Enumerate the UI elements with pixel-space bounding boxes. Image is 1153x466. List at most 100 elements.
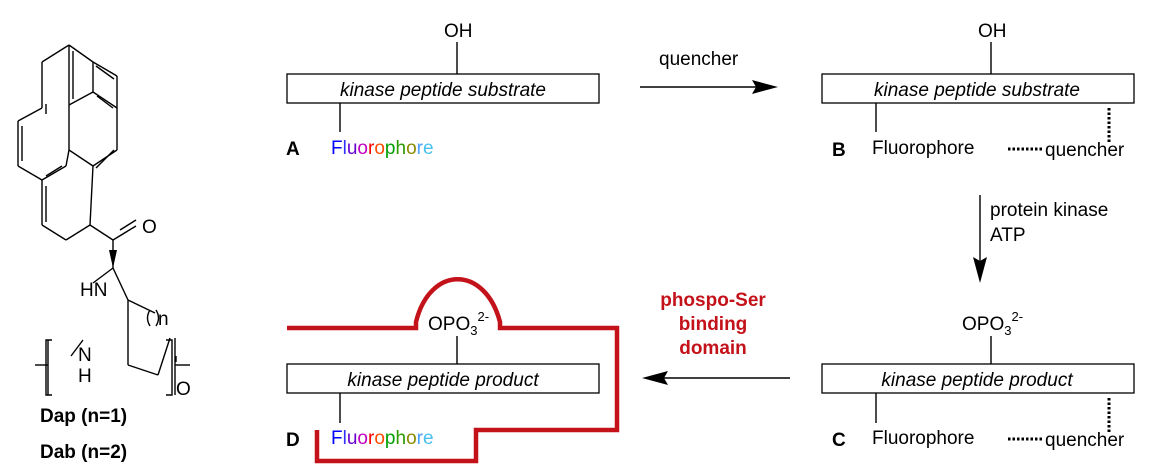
fluorophore-letter: o (357, 428, 368, 449)
atom-label: N (78, 345, 92, 366)
box-a-label: kinase peptide substrate (340, 80, 546, 101)
label-b: B (832, 140, 846, 161)
bond (70, 339, 84, 357)
atom-label: O (176, 379, 191, 400)
bond (17, 165, 43, 181)
bond (92, 149, 118, 167)
box-d-label: kinase peptide product (347, 370, 539, 391)
atom-label: n (158, 309, 169, 330)
fluorophore-letter: r (417, 138, 424, 159)
bond (68, 44, 94, 63)
scheme-d: OPO32- kinase peptide product D Fluoroph… (286, 277, 620, 464)
scheme-b: OH kinase peptide substrate B Fluorophor… (821, 21, 1135, 161)
bond (112, 267, 129, 301)
fluorophore-letter: o (406, 428, 417, 449)
arrow-label-kinase: protein kinase (990, 200, 1108, 221)
fluorophore-letter: r (368, 428, 375, 449)
opo3-label-c: OPO32- (962, 309, 1023, 338)
arrow-binding-domain: phospo-Ser binding domain (642, 290, 790, 385)
caption-dab: Dab (n=2) (40, 442, 127, 463)
fluorophore-letter: h (395, 138, 406, 159)
bond (41, 165, 67, 181)
bond (41, 224, 67, 241)
atom-label: O (142, 217, 157, 238)
arrow-label-domain: domain (679, 338, 747, 359)
bond (127, 299, 156, 314)
fluorophore-label-a: Fluorophore (331, 138, 434, 159)
polymer-bracket (45, 339, 52, 396)
bond (68, 149, 94, 167)
bond (68, 91, 94, 106)
peptide-box-c (821, 363, 1135, 394)
scheme-c: OPO32- kinase peptide product C Fluoroph… (821, 309, 1135, 451)
fluorophore-letter: o (406, 138, 417, 159)
double-bond-inner (45, 165, 63, 177)
fluorophore-letter: o (374, 138, 385, 159)
bond (92, 267, 114, 284)
quencher-label-c: quencher (1045, 430, 1125, 451)
quencher-label-b: quencher (1045, 140, 1125, 161)
stereo-wedge (109, 250, 117, 268)
double-bond-inner (95, 149, 115, 169)
label-d: D (286, 430, 300, 451)
fluorophore-letter: r (417, 428, 424, 449)
arrow-label-quencher: quencher (659, 49, 739, 70)
binding-domain-outline (287, 277, 620, 464)
caption-dap: Dap (n=1) (40, 406, 127, 427)
fluorophore-label-d: Fluorophore (331, 428, 434, 449)
bond (17, 107, 43, 122)
double-bond-inner (119, 219, 137, 231)
bond (92, 91, 118, 109)
fluorophore-letter: o (357, 138, 368, 159)
arrow-label-phospo-ser: phospo-Ser (660, 290, 766, 311)
bond (41, 44, 70, 63)
bond (89, 165, 94, 226)
arrow-label-binding: binding (679, 314, 748, 335)
fluorophore-letter: p (385, 428, 396, 449)
double-bond-inner (96, 95, 114, 109)
fluorophore-letter: F (331, 428, 343, 449)
fluorophore-letter: o (374, 428, 385, 449)
fluorophore-letter: e (423, 138, 434, 159)
box-c-label: kinase peptide product (881, 370, 1073, 391)
bond (65, 149, 70, 167)
peptide-box-d (286, 363, 600, 394)
label-a: A (286, 139, 300, 160)
atom-label: H (78, 366, 92, 387)
arrow-protein-kinase: protein kinase ATP (973, 195, 1108, 283)
fluorophore-letter: l (343, 138, 347, 159)
fluorophore-label-b: Fluorophore (872, 138, 974, 159)
peptide-box-b (821, 73, 1135, 104)
fluorophore-label-c: Fluorophore (872, 428, 974, 449)
fluorophore-letter: u (347, 428, 358, 449)
pyrene-amino-acid-structure: O HN nNH O (17, 44, 191, 400)
polymer-bracket (155, 309, 160, 327)
box-b-label: kinase peptide substrate (874, 80, 1080, 101)
bond (157, 337, 171, 376)
polymer-bracket (146, 309, 151, 327)
scheme-a: OH kinase peptide substrate A Fluorophor… (286, 21, 600, 160)
arrow-label-atp: ATP (990, 225, 1026, 246)
bond (65, 224, 91, 241)
fluorophore-letter: l (343, 428, 347, 449)
label-c: C (832, 430, 846, 451)
fluorophore-letter: h (395, 428, 406, 449)
fluorophore-letter: e (423, 428, 434, 449)
opo3-label-d: OPO32- (428, 309, 489, 338)
polymer-bracket (166, 339, 173, 396)
bond (112, 225, 137, 241)
bond (92, 61, 118, 77)
double-bond-inner (95, 65, 115, 80)
fluorophore-letter: p (385, 138, 396, 159)
arrow-quencher: quencher (640, 49, 778, 94)
fluorophore-letter: u (347, 138, 358, 159)
peptide-box-a (286, 73, 600, 104)
fluorophore-letter: F (331, 138, 343, 159)
fluorophore-letter: r (368, 138, 375, 159)
bond (127, 364, 159, 376)
oh-label-b: OH (978, 21, 1007, 42)
atom-label: HN (80, 280, 107, 301)
oh-label-a: OH (444, 21, 473, 42)
bond (89, 224, 114, 241)
